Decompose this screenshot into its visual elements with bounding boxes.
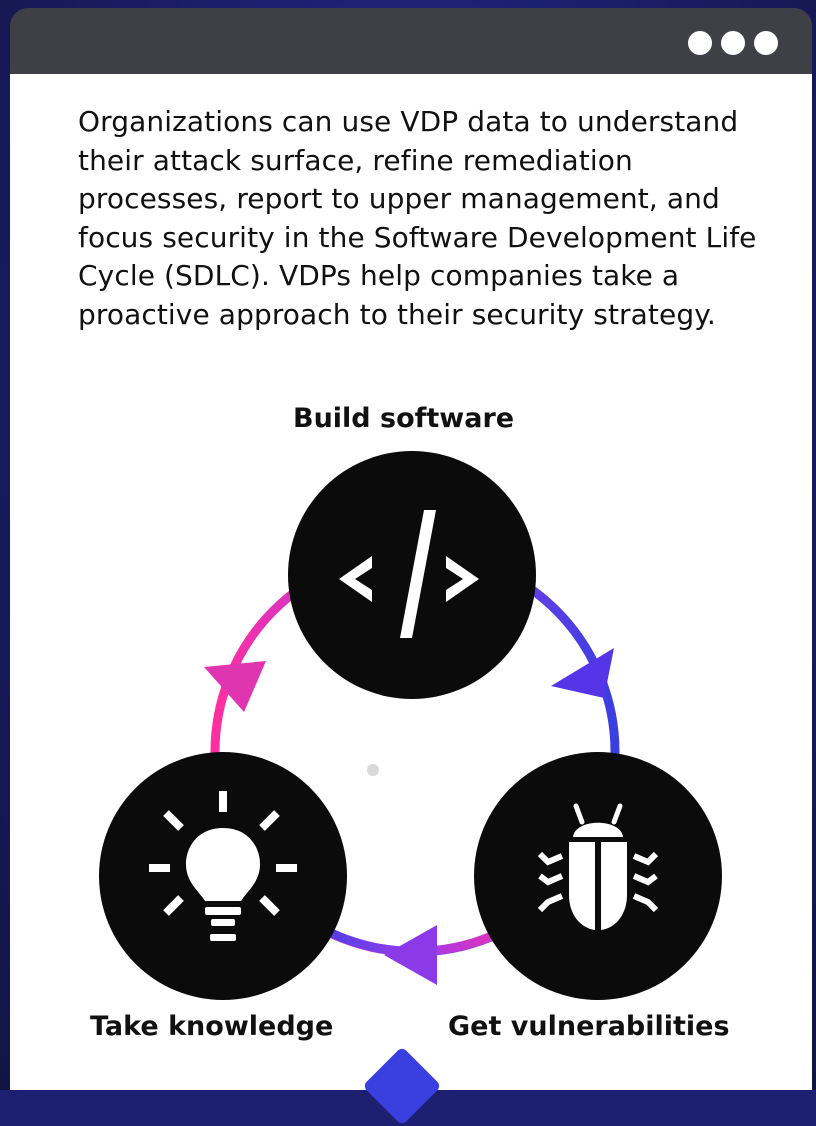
code-icon: [339, 510, 479, 638]
sdlc-cycle-diagram: [99, 451, 722, 1000]
intro-paragraph: Organizations can use VDP data to unders…: [78, 105, 757, 331]
arrow-left-icon: [384, 925, 437, 985]
lightbulb-icon: [149, 791, 297, 941]
bug-icon: [537, 803, 659, 930]
get-vulnerabilities-node: [474, 752, 722, 1000]
window-dot-icon: [754, 31, 778, 55]
center-dot: [367, 764, 379, 776]
window-dot-icon: [688, 31, 712, 55]
take-knowledge-label: Take knowledge: [90, 1011, 334, 1042]
arrow-up-left-icon: [204, 661, 266, 712]
build-software-label: Build software: [293, 403, 515, 434]
window-dot-icon: [721, 31, 745, 55]
window-titlebar: [10, 8, 812, 74]
get-vulnerabilities-label: Get vulnerabilities: [448, 1011, 730, 1042]
arrow-down-right-icon: [551, 648, 614, 698]
